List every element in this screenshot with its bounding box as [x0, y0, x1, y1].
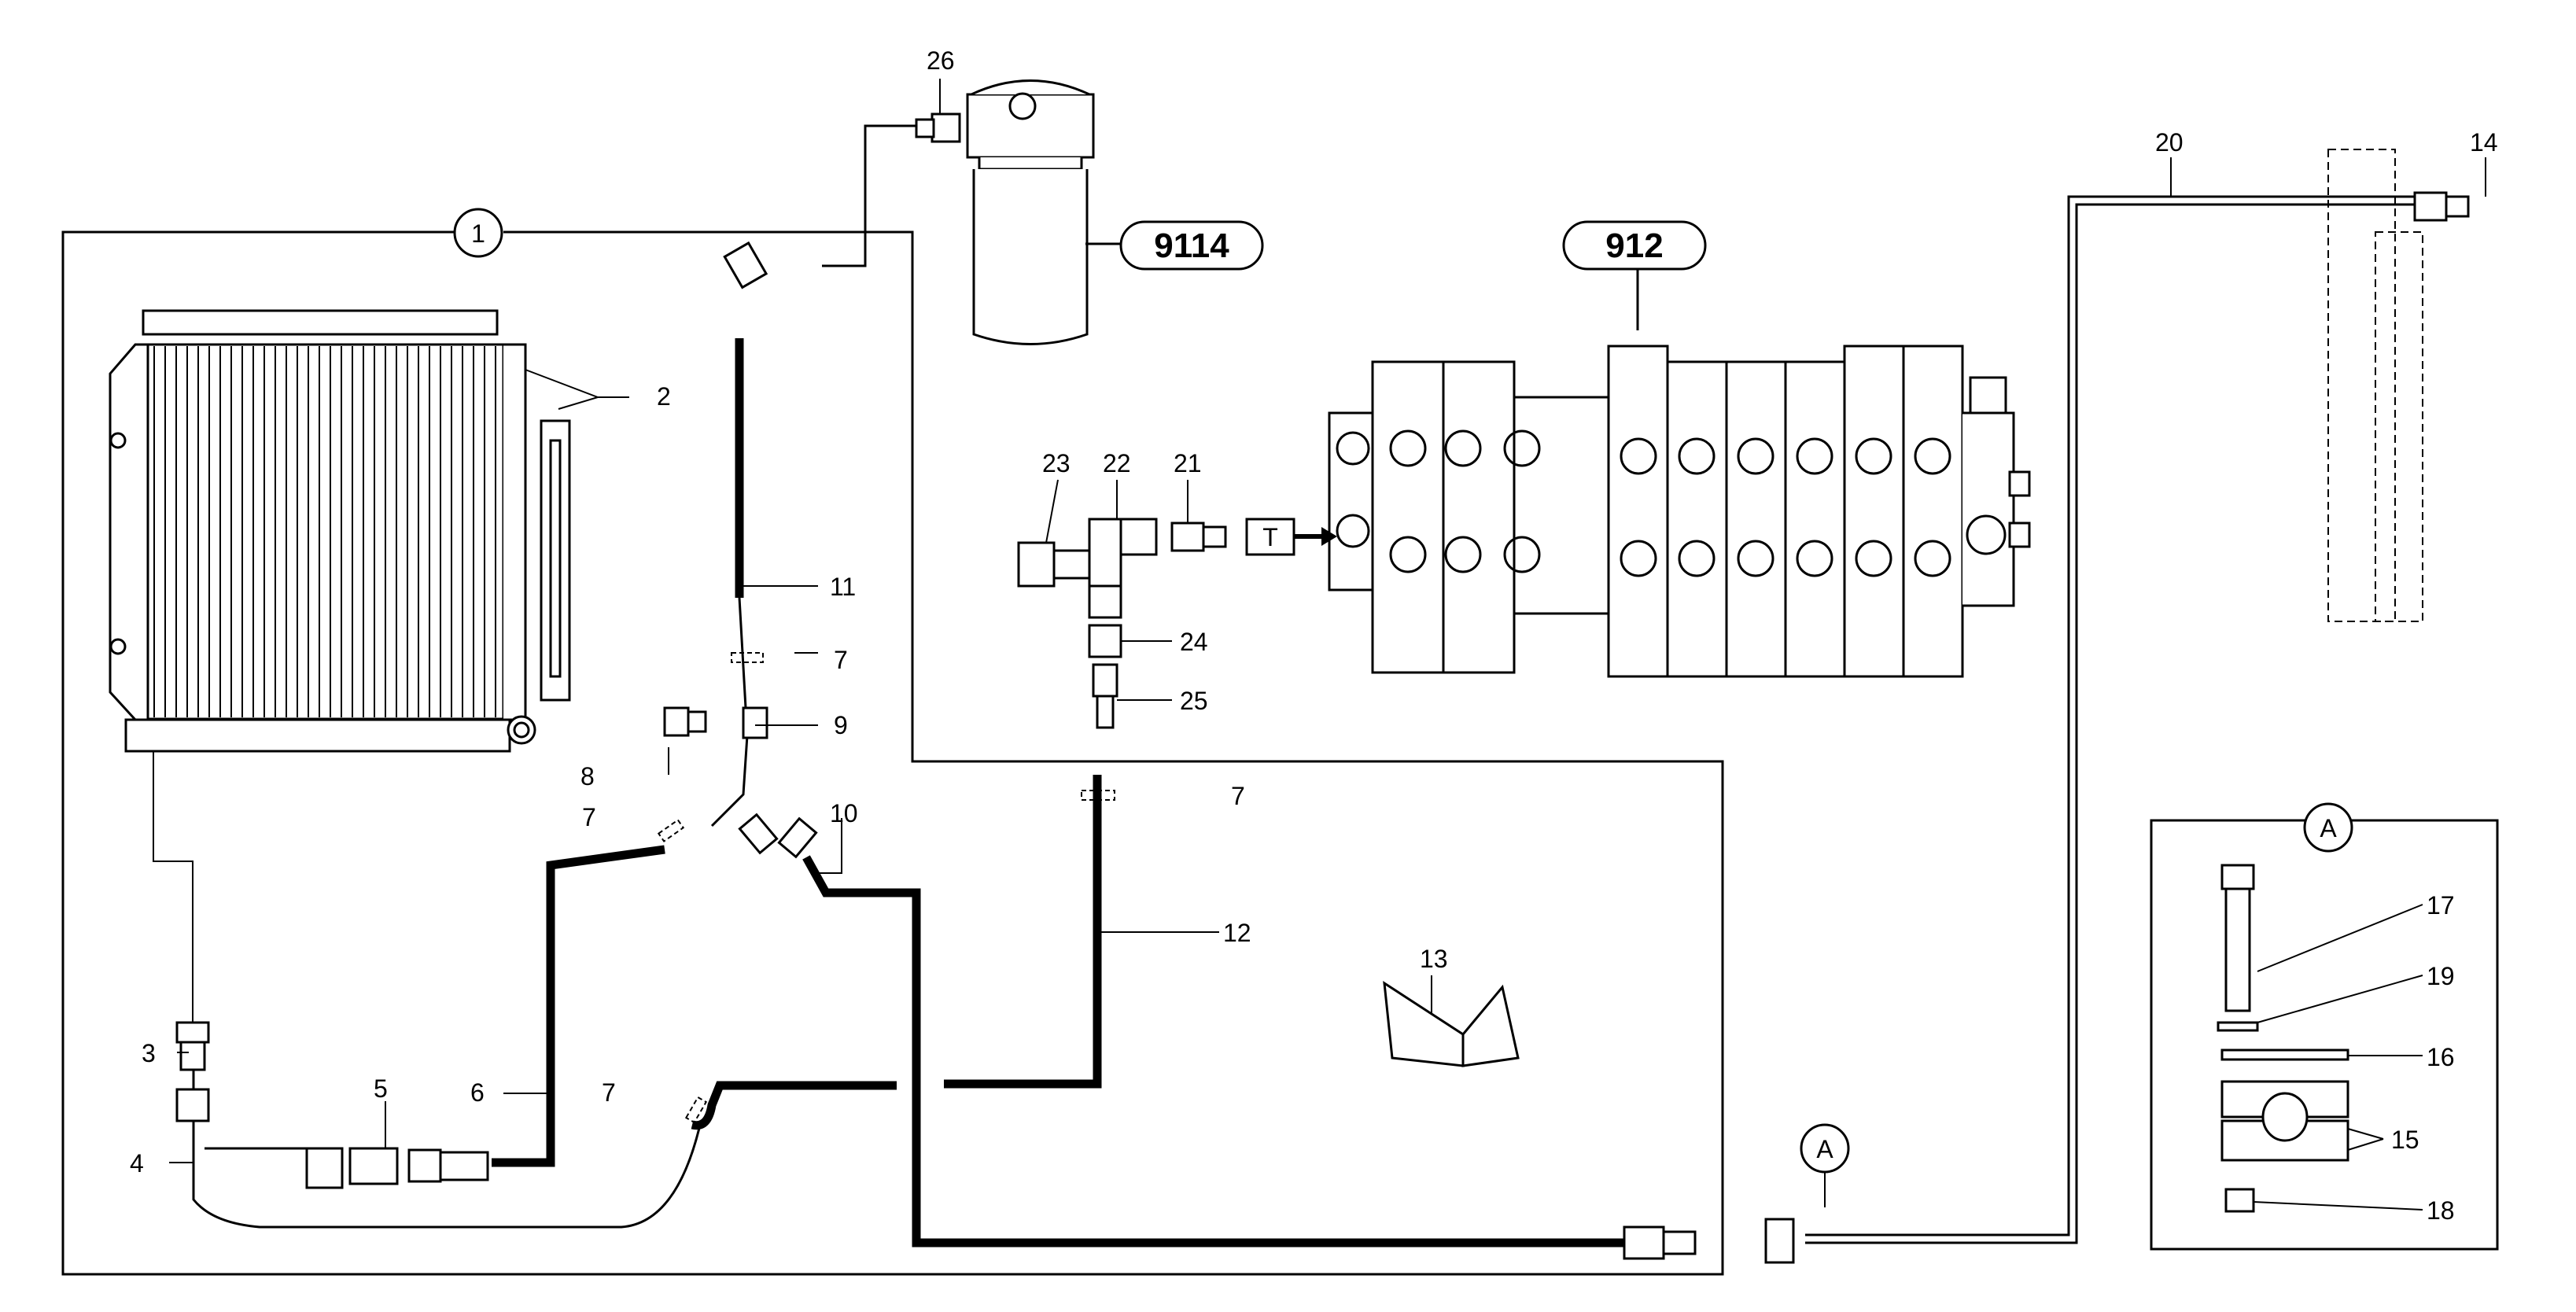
return-filter [915, 79, 1095, 345]
callout-20: 20 [2155, 128, 2184, 157]
manual-book [1383, 981, 1520, 1067]
control-valve [1328, 345, 2031, 678]
callout-25: 25 [1180, 687, 1208, 715]
callout-14: 14 [2470, 128, 2498, 157]
callout-24: 24 [1180, 628, 1208, 656]
callout-12: 12 [1223, 919, 1251, 947]
callout-7d: 7 [602, 1078, 616, 1107]
hoses [492, 338, 1628, 1248]
callout-17: 17 [2427, 891, 2455, 920]
ref-badge-9114: 9114 [1085, 220, 1264, 271]
assembly-outline [61, 230, 1724, 1276]
callout-6: 6 [470, 1078, 485, 1107]
callout-1-text: 1 [471, 219, 485, 248]
detail-a-parts [2217, 864, 2349, 1213]
connectors [175, 191, 2470, 1264]
ref-912-text: 912 [1605, 227, 1663, 265]
callout-16: 16 [2427, 1043, 2455, 1071]
callout-21: 21 [1174, 449, 1202, 477]
callout-19: 19 [2427, 962, 2455, 990]
pipes [192, 124, 2415, 1244]
detail-a-text-top: A [2320, 814, 2337, 842]
cooler-fins [153, 346, 496, 717]
callout-18: 18 [2427, 1196, 2455, 1225]
detail-a-marker-bottom: A [1800, 1123, 1850, 1207]
oil-cooler [109, 309, 571, 1026]
valve-ports [1336, 429, 2007, 577]
callout-9: 9 [834, 711, 848, 739]
callout-7c: 7 [1231, 782, 1245, 810]
ref-badge-912: 912 [1562, 220, 1707, 330]
callout-labels: 2 3 4 5 6 7 7 7 7 8 9 10 11 12 13 14 15 … [130, 46, 2498, 1225]
clamp-rail [2327, 149, 2423, 622]
detail-a-text-bottom: A [1816, 1135, 1833, 1163]
ref-9114-text: 9114 [1154, 227, 1229, 265]
callout-26: 26 [927, 46, 955, 75]
callout-7b: 7 [582, 803, 596, 831]
callout-7a: 7 [834, 646, 848, 674]
tee-fitting [1017, 518, 1227, 729]
callout-4: 4 [130, 1149, 144, 1177]
detail-a-box [2150, 819, 2499, 1251]
callout-23: 23 [1042, 449, 1071, 477]
port-t-label: T [1262, 523, 1278, 551]
callout-1-marker: 1 [453, 208, 503, 258]
callout-13: 13 [1420, 945, 1448, 973]
callout-8: 8 [580, 762, 595, 791]
callout-22: 22 [1103, 449, 1131, 477]
clamp-markers [657, 652, 1115, 1124]
callout-3: 3 [142, 1039, 156, 1067]
callout-5: 5 [374, 1074, 388, 1103]
callout-2: 2 [657, 382, 671, 411]
callout-10: 10 [830, 799, 858, 827]
port-t: T [1245, 518, 1337, 556]
leader-lines [169, 79, 2486, 1211]
callout-11: 11 [830, 573, 856, 601]
detail-a-marker-top: A [2303, 802, 2353, 853]
callout-15: 15 [2391, 1126, 2419, 1154]
